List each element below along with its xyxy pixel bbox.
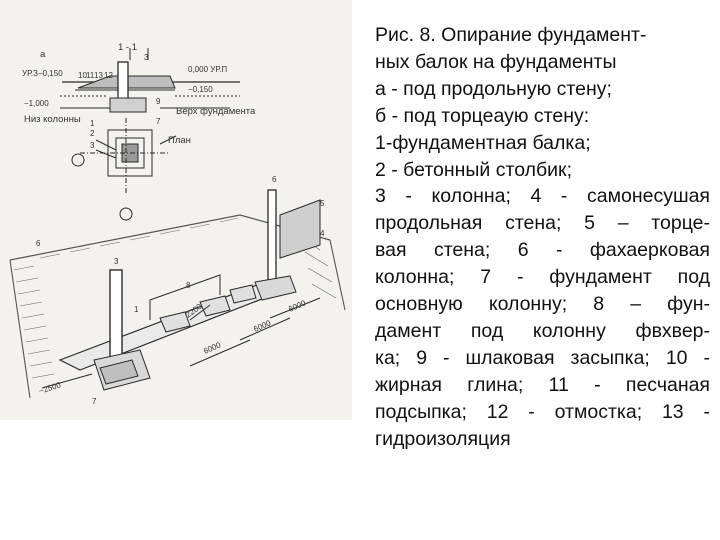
callout-10: 10: [78, 71, 87, 80]
callout-12: 12: [104, 71, 113, 80]
caption-line: колонна; 7 - фундамент под: [375, 266, 710, 289]
dim-6000-c: 6000: [287, 298, 307, 314]
caption-line: вая стена; 6 - фахаерковая: [375, 239, 710, 262]
caption-line: гидроизоляция: [375, 427, 511, 450]
callout-4: 4: [320, 229, 325, 238]
callout-1: 1: [90, 119, 95, 128]
caption-line: ка; 9 - шлаковая засыпка; 10 -: [375, 346, 710, 369]
caption-line: а - под продольную стену;: [375, 77, 612, 100]
caption-line: 2 - бетонный столбик;: [375, 158, 573, 181]
callout-8: 8: [186, 281, 191, 290]
dim-6000-b: 6000: [252, 318, 272, 334]
callout-3b: 3: [90, 141, 95, 150]
caption-line: основную колонну; 8 – фун-: [375, 293, 710, 316]
caption-line: Рис. 8. Опирание фундамент-: [375, 24, 647, 46]
elevation-label-right: 0,000 УР.П: [188, 65, 227, 74]
caption-line: б - под торцеаую стену:: [375, 104, 590, 127]
dim-2500: ~2500: [38, 380, 63, 396]
callout-1b: 1: [134, 305, 139, 314]
panel-a-label: а: [40, 49, 46, 60]
caption-line: подсыпка; 12 - отмостка; 13 -: [375, 400, 710, 423]
callout-5: 5: [320, 199, 325, 208]
technical-drawing-svg: а 1 - 1 УР.З−0,150 0,000 УР.П −0,150 −1,…: [9, 42, 346, 406]
caption-line: ных балок на фундаменты: [375, 50, 617, 73]
caption-line: дамент под колонну фвхвер-: [375, 319, 710, 342]
label-verkh-fundamenta: Верх фундамента: [176, 106, 256, 117]
callout-3: 3: [144, 53, 149, 62]
caption-line: 3 - колонна; 4 - самонесушая: [375, 185, 710, 208]
callout-13: 13: [94, 71, 103, 80]
callout-2: 2: [90, 129, 95, 138]
callout-6-top: 6: [272, 175, 277, 184]
foundation-drawing: а 1 - 1 УР.З−0,150 0,000 УР.П −0,150 −1,…: [0, 0, 352, 420]
elevation-label-minus-1000: −1,000: [24, 99, 49, 108]
caption-line: продольная стена; 5 – торце-: [375, 212, 710, 235]
callout-6-left: 6: [36, 239, 41, 248]
caption-line: жирная глина; 11 - песчаная: [375, 373, 710, 396]
callout-3c: 3: [114, 257, 119, 266]
figure-caption: Рис. 8. Опирание фундамент- ных балок на…: [375, 22, 710, 453]
elevation-label-minus-0150: −0,150: [188, 85, 213, 94]
label-plan: План: [168, 135, 191, 146]
callout-9: 9: [156, 97, 161, 106]
elevation-label-left: УР.З−0,150: [22, 69, 63, 78]
callout-7: 7: [156, 117, 161, 126]
label-niz-kolonny: Низ колонны: [24, 114, 81, 125]
caption-line: 1-фундаментная балка;: [375, 131, 591, 154]
callout-11: 11: [86, 71, 95, 80]
callout-7b: 7: [92, 397, 97, 406]
section-label: 1 - 1: [118, 42, 137, 53]
